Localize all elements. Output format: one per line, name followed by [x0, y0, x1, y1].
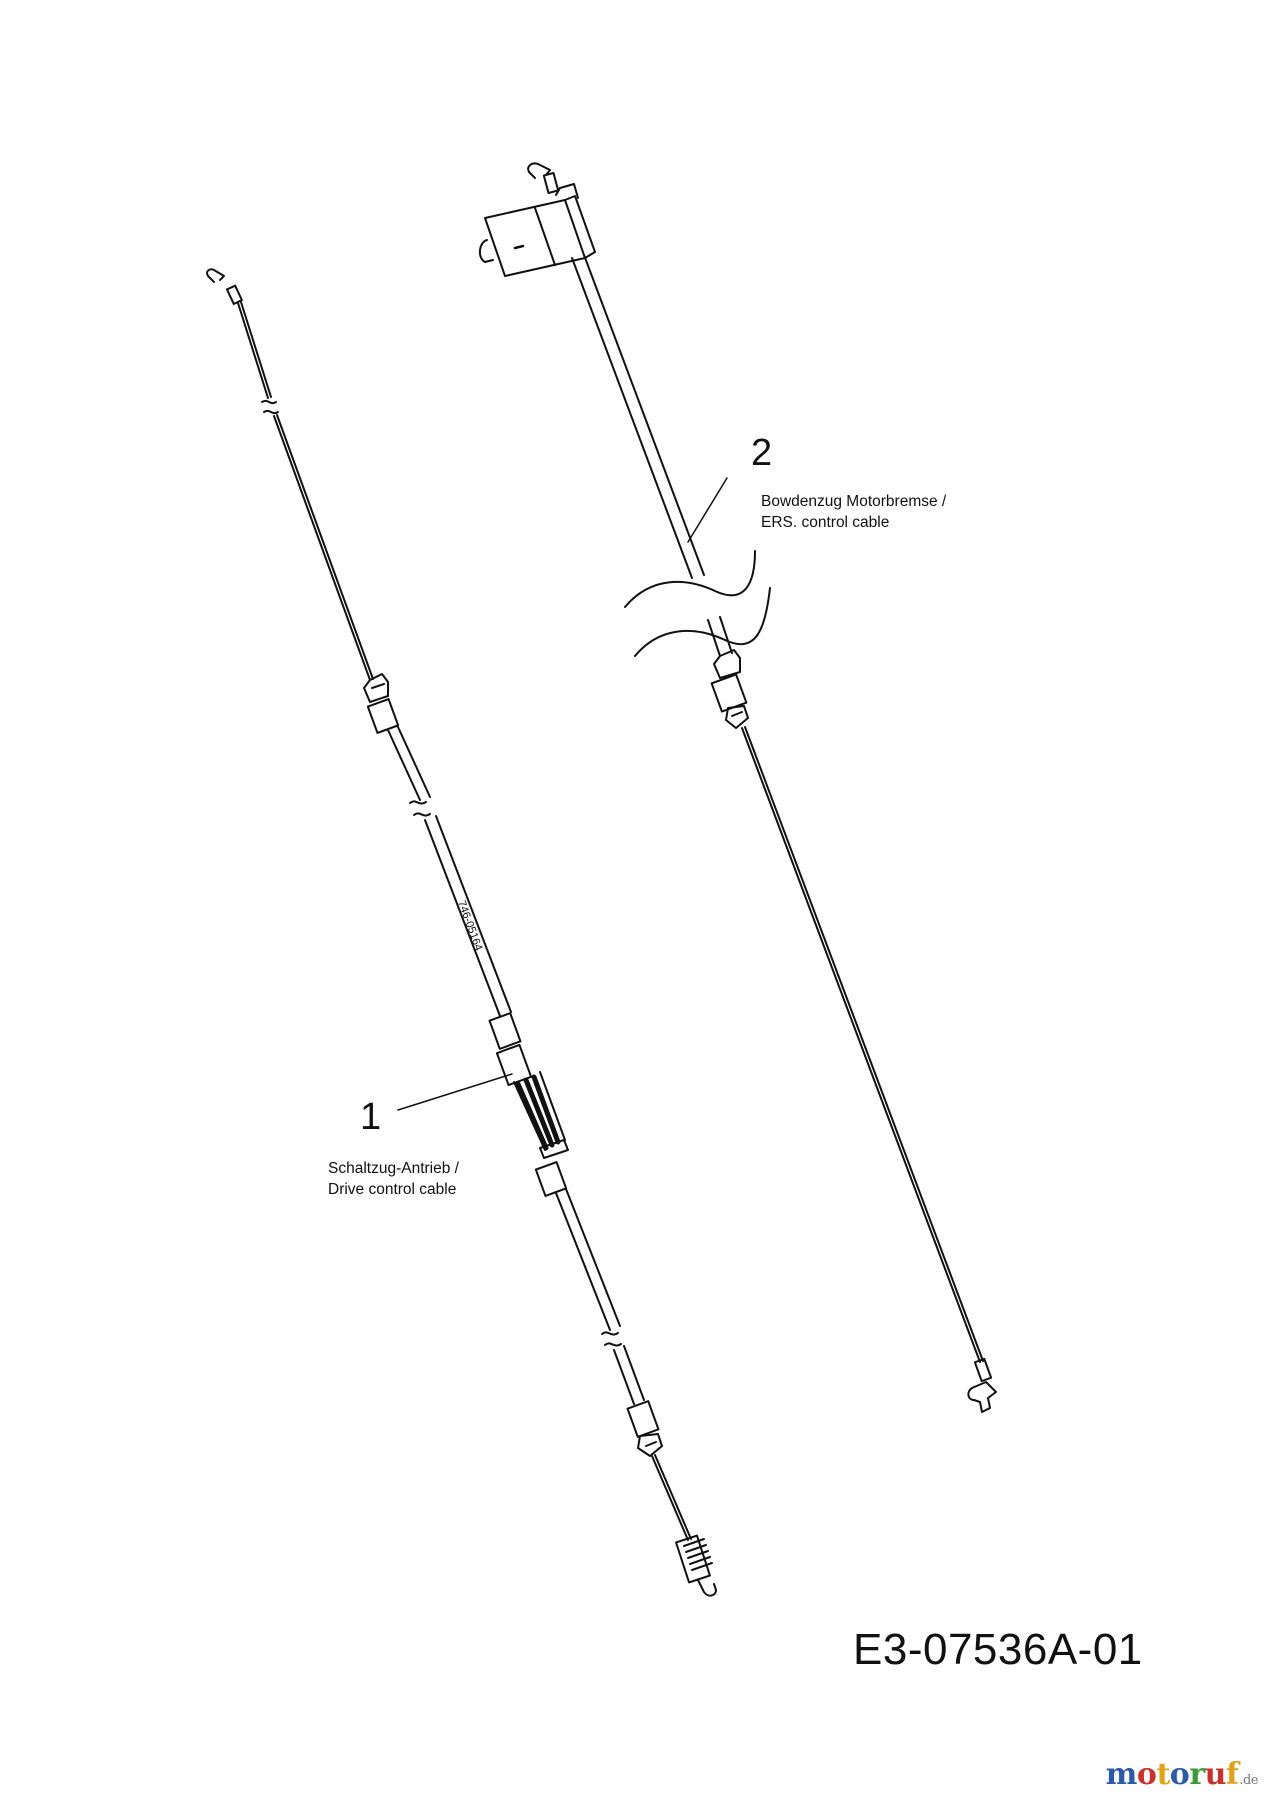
brand-letter: m [1105, 1757, 1138, 1792]
cable-1-break-mark-2 [409, 800, 427, 805]
brand-letter: o [1136, 1757, 1157, 1792]
brand-letter: r [1189, 1757, 1205, 1792]
cable-2-top-hook [527, 162, 551, 179]
cable-1-top-hook [206, 268, 225, 283]
cable-2-break-mark [624, 550, 756, 608]
brand-letter: o [1169, 1757, 1190, 1792]
cable-1-upper-fitting [363, 673, 400, 734]
callout-desc-2-line2: ERS. control cable [761, 514, 890, 531]
leader-line-1 [397, 1073, 513, 1111]
callout-number-2: 2 [751, 432, 773, 474]
cable-1-top-ferrule [225, 284, 243, 305]
callout-desc-1-line2: Drive control cable [328, 1181, 457, 1198]
cable-2-bottom-hook [967, 1357, 997, 1413]
callout-desc-2-line1: Bowdenzug Motorbremse / [761, 493, 947, 510]
diagram-code: E3-07536A-01 [853, 1625, 1143, 1674]
brand-letter: t [1156, 1757, 1170, 1792]
callout-desc-1-line1: Schaltzug-Antrieb / [328, 1160, 459, 1177]
brand-logo: motoruf.de [1105, 1757, 1259, 1792]
cable-1-break-mark-3 [601, 1331, 619, 1336]
drive-control-cable [206, 268, 717, 1597]
cable-1-break-mark-1 [261, 399, 277, 405]
cable-1-lower-fitting [626, 1400, 663, 1457]
cable-2-housing [479, 183, 596, 277]
leader-line-2 [687, 477, 728, 543]
cable-1-spring-end [675, 1534, 717, 1597]
brand-letter: u [1204, 1757, 1227, 1792]
brand-letter: f [1225, 1757, 1239, 1792]
cable-2-fitting [710, 649, 749, 729]
ers-control-cable [479, 162, 997, 1413]
cable-1-adjuster [488, 1012, 569, 1197]
brand-tld: .de [1239, 1773, 1258, 1788]
cable-marking: 746-05164 [455, 899, 484, 953]
callout-number-1: 1 [360, 1096, 382, 1138]
